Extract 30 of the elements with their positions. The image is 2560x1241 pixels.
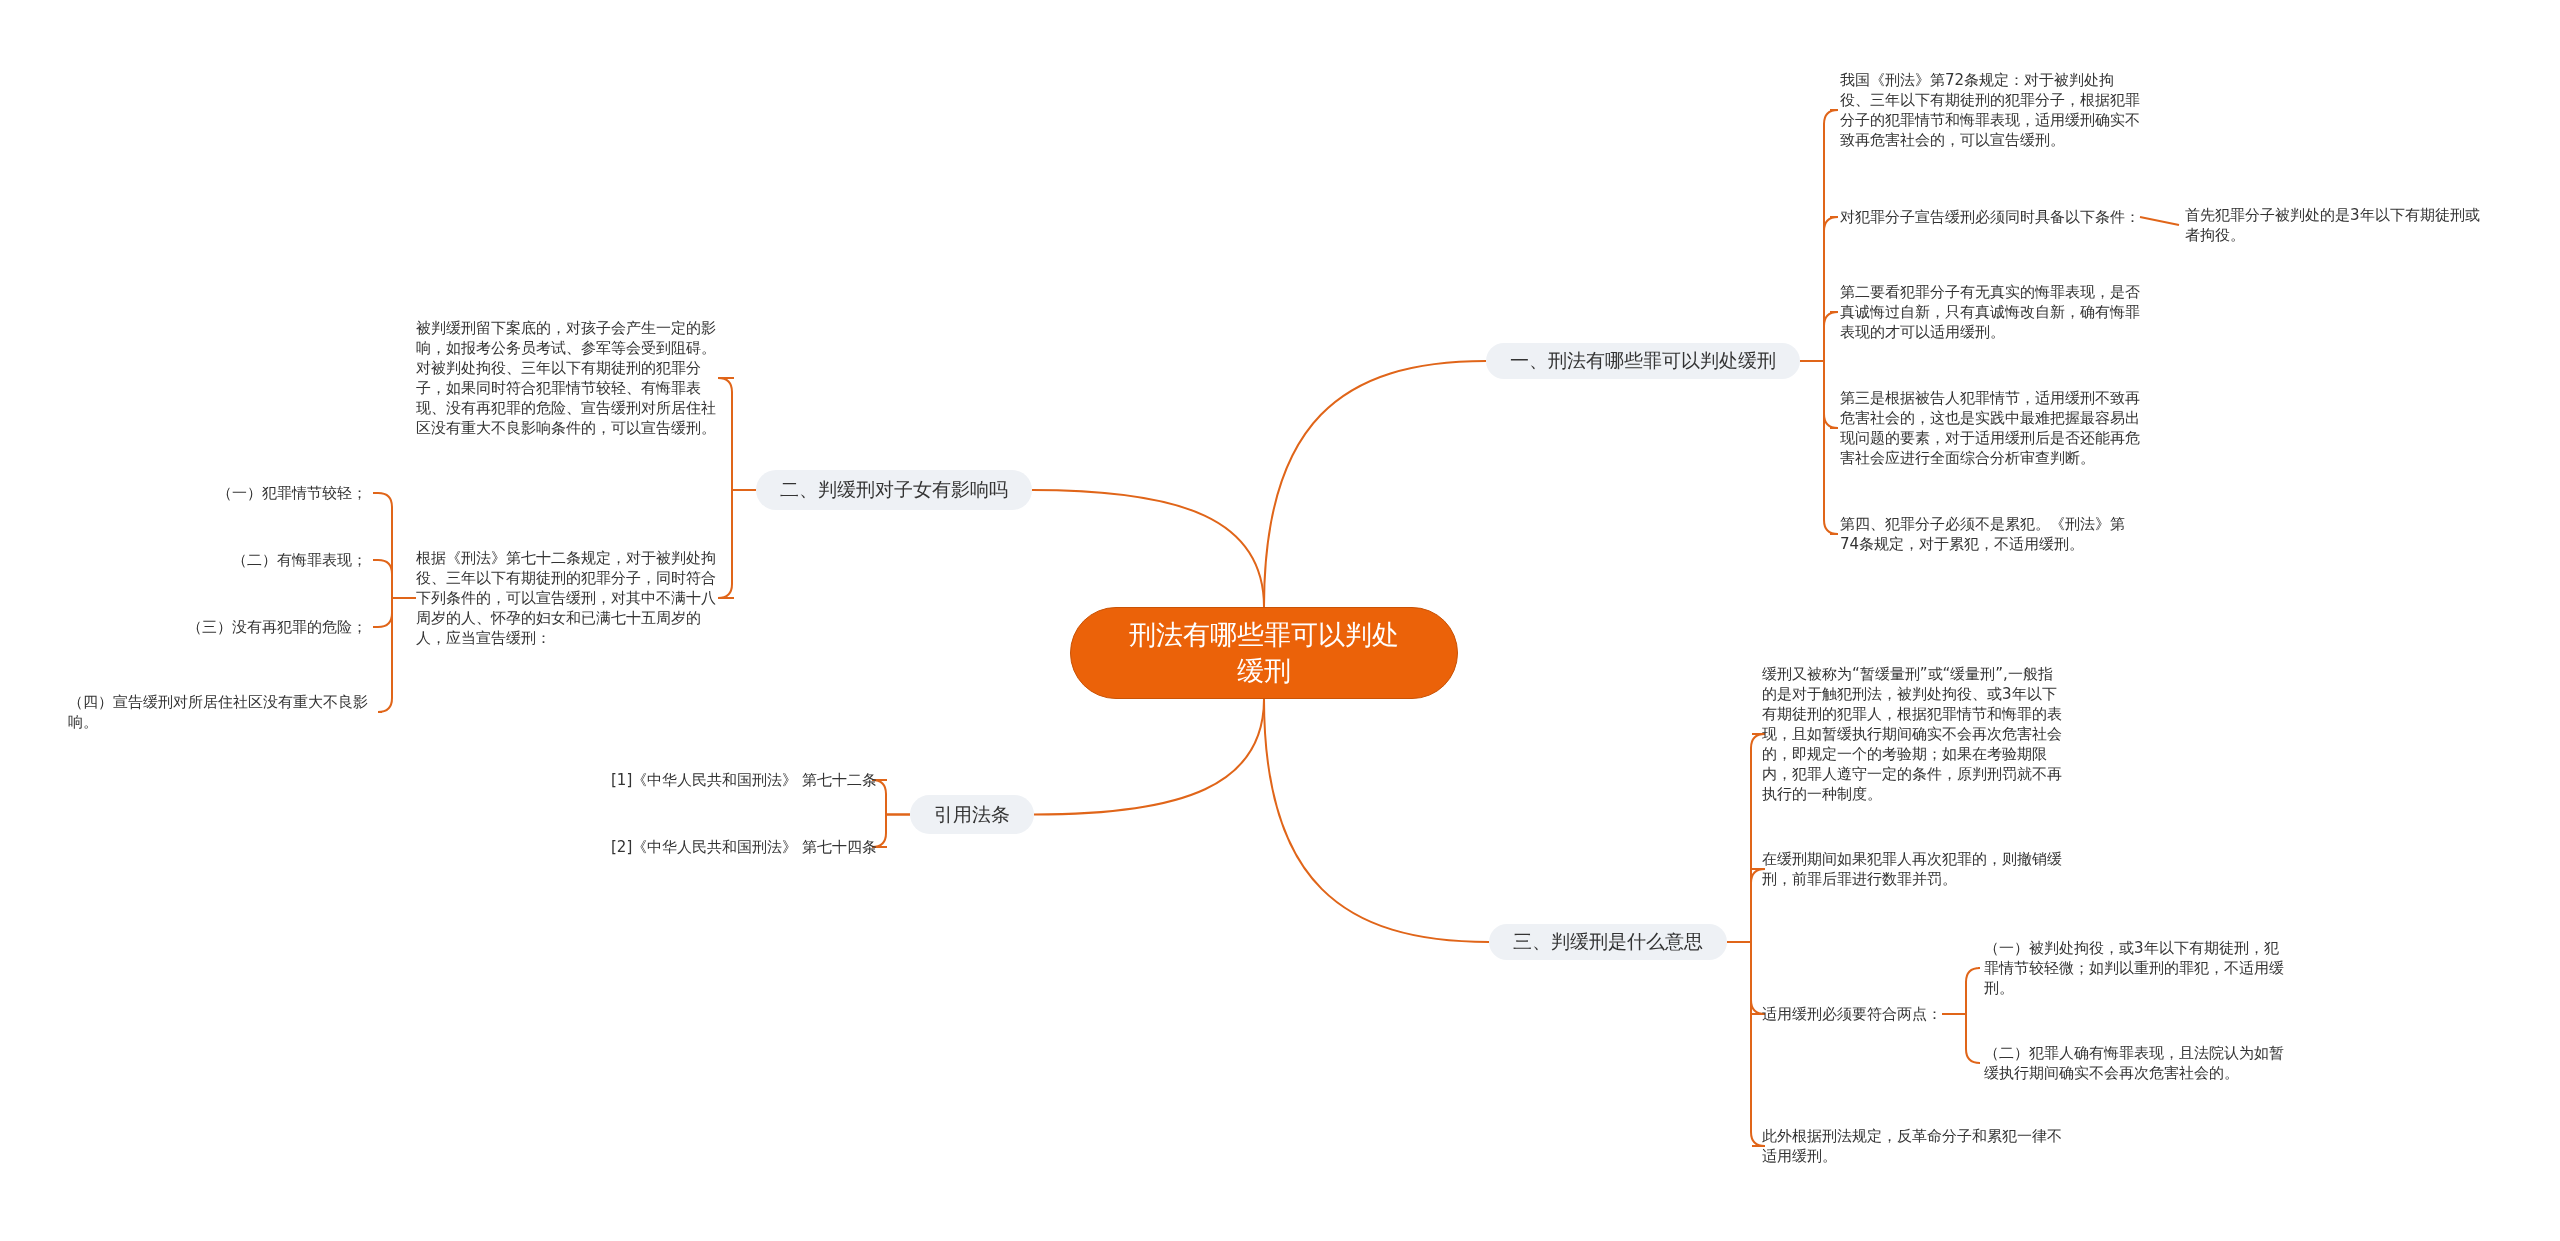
connector-line: [1033, 698, 1265, 816]
topic-text: 对犯罪分子宣告缓刑必须同时具备以下条件：: [1840, 207, 2140, 227]
topic-text: （二）有悔罪表现；: [232, 550, 367, 570]
topic-text: 第四、犯罪分子必须不是累犯。《刑法》第74条规定，对于累犯，不适用缓刑。: [1840, 514, 2144, 554]
topic-text: （二）犯罪人确有悔罪表现，且法院认为如暂缓执行期间确实不会再次危害社会的。: [1984, 1043, 2292, 1083]
topic-text: （一）犯罪情节较轻；: [217, 483, 367, 503]
branch-topic: 引用法条: [910, 795, 1034, 834]
topic-text: 第二要看犯罪分子有无真实的悔罪表现，是否真诚悔过自新，只有真诚悔改自新，确有悔罪表现的才可以适用缓刑。: [1840, 282, 2144, 342]
topic-text: 在缓刑期间如果犯罪人再次犯罪的，则撤销缓刑，前罪后罪进行数罪并罚。: [1762, 849, 2066, 889]
topic-text: 首先犯罪分子被判处的是3年以下有期徒刑或者拘役。: [2185, 205, 2489, 245]
topic-text: 根据《刑法》第七十二条规定，对于被判处拘役、三年以下有期徒刑的犯罪分子，同时符合下列条件的，可以宣告缓刑，对其中不满十八周岁的人、怀孕的妇女和已满七十五周岁的人，应当宣告缓刑：: [416, 548, 724, 648]
topic-text: 我国《刑法》第72条规定：对于被判处拘役、三年以下有期徒刑的犯罪分子，根据犯罪分子的犯罪情节和悔罪表现，适用缓刑确实不致再危害社会的，可以宣告缓刑。: [1840, 70, 2144, 150]
topic-text: [1]《中华人民共和国刑法》 第七十二条: [611, 770, 877, 790]
connector-line: [377, 597, 417, 713]
topic-text: 第三是根据被告人犯罪情节，适用缓刑不致再危害社会的，这也是实践中最难把握最容易出现问题的要素，对于适用缓刑后是否还能再危害社会应进行全面综合分析审查判断。: [1840, 388, 2144, 468]
branch-topic: 二、判缓刑对子女有影响吗: [756, 470, 1032, 510]
branch-topic: 三、判缓刑是什么意思: [1489, 924, 1727, 960]
central-topic: 刑法有哪些罪可以判处缓刑: [1070, 607, 1458, 699]
topic-text: （一）被判处拘役，或3年以下有期徒刑，犯罪情节较轻微；如判以重刑的罪犯，不适用缓刑。: [1984, 938, 2292, 998]
connector-line: [2139, 216, 2180, 226]
topic-text: 缓刑又被称为“暂缓量刑”或“缓量刑”,一般指的是对于触犯刑法，被判处拘役、或3年以下有期徒刑的犯罪人，根据犯罪情节和悔罪的表现，且如暂缓执行期间确实不会再次危害社会的，即规定一个的考验期；如果在考验期限内，犯罪人遵守一定的条件，原判刑罚就不再执行的一种制度。: [1762, 664, 2066, 804]
topic-text: 被判缓刑留下案底的，对孩子会产生一定的影响，如报考公务员考试、参军等会受到阻碍。对被判处拘役、三年以下有期徒刑的犯罪分子，如果同时符合犯罪情节较轻、有悔罪表现、没有再犯罪的危险、宣告缓刑对所居住社区没有重大不良影响条件的，可以宣告缓刑。: [416, 318, 724, 438]
topic-text: 此外根据刑法规定，反革命分子和累犯一律不适用缓刑。: [1762, 1126, 2066, 1166]
connector-line: [1941, 1013, 1981, 1064]
topic-text: （四）宣告缓刑对所居住社区没有重大不良影响。: [68, 692, 376, 732]
connector-line: [1031, 489, 1265, 608]
topic-text: （三）没有再犯罪的危险；: [187, 617, 367, 637]
topic-text: 适用缓刑必须要符合两点：: [1762, 1004, 1942, 1024]
branch-topic: 一、刑法有哪些罪可以判处缓刑: [1486, 343, 1800, 379]
topic-text: [2]《中华人民共和国刑法》 第七十四条: [611, 837, 877, 857]
